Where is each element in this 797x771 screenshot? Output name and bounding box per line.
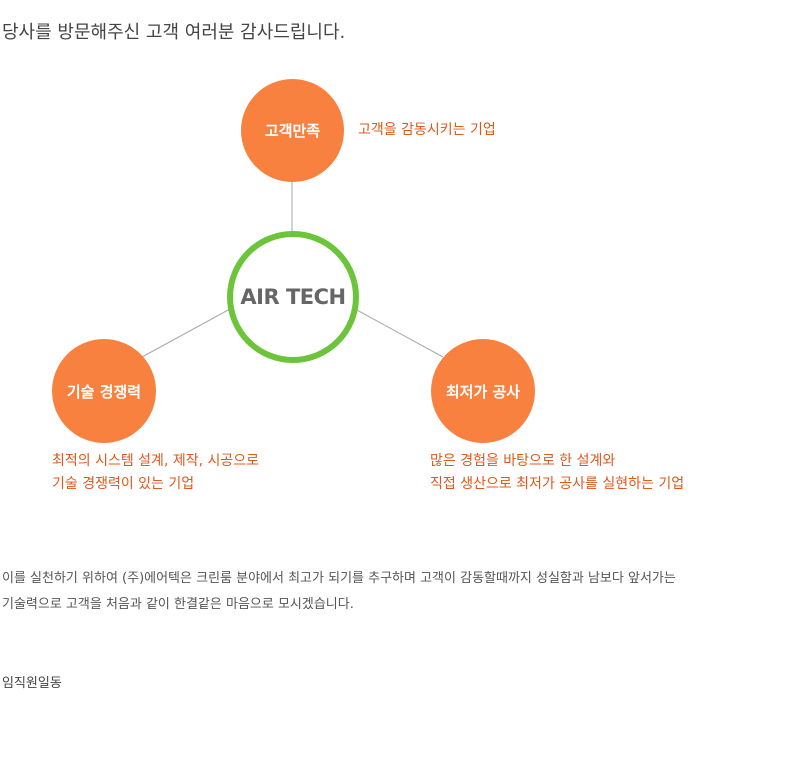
description-line: 많은 경험을 바탕으로 한 설계와 [430,453,616,469]
node-customer-satisfaction: 고객만족 [241,79,344,182]
node-label: 기술 경쟁력 [66,382,142,401]
connector-left [141,308,231,358]
node-technical-competitiveness: 기술 경쟁력 [52,339,156,443]
node-label: 최저가 공사 [445,382,521,401]
body-line: 이를 실천하기 위하여 (주)에어텍은 크린룸 분야에서 최고가 되기를 추구하… [2,571,676,586]
connector-lines [141,182,444,358]
connector-right [354,308,444,358]
description-line: 최적의 시스템 설계, 제작, 시공으로 [52,453,260,469]
center-circle: AIR TECH [227,231,359,363]
signature: 임직원일동 [2,676,62,691]
description-line: 직접 생산으로 최저가 공사를 실현하는 기업 [430,476,685,492]
values-diagram: AIR TECH 고객만족 고객을 감동시키는 기업 기술 경쟁력 최적의 시스… [52,79,684,496]
greeting-heading: 당사를 방문해주신 고객 여러분 감사드립니다. [2,22,346,43]
body-paragraph: 이를 실천하기 위하여 (주)에어텍은 크린룸 분야에서 최고가 되기를 추구하… [2,566,676,618]
body-line: 기술력으로 고객을 처음과 같이 한결같은 마음으로 모시겠습니다. [2,597,354,612]
description-line: 고객을 감동시키는 기업 [358,122,496,138]
node-description-lowest-cost: 많은 경험을 바탕으로 한 설계와 직접 생산으로 최저가 공사를 실현하는 기… [430,450,684,496]
description-line: 기술 경쟁력이 있는 기업 [52,476,195,492]
node-label: 고객만족 [264,122,321,140]
node-description-customer-satisfaction: 고객을 감동시키는 기업 [358,119,496,142]
center-label: AIR TECH [240,285,346,309]
node-lowest-cost: 최저가 공사 [431,339,535,443]
node-description-technical-competitiveness: 최적의 시스템 설계, 제작, 시공으로 기술 경쟁력이 있는 기업 [52,450,259,496]
